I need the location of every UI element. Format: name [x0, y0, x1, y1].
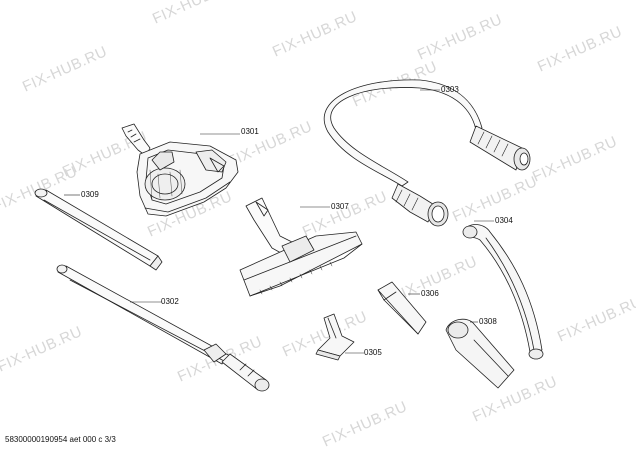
part-label-0308: 0308	[479, 317, 497, 326]
part-label-0303: 0303	[441, 85, 459, 94]
part-0301-turbo-brush	[121, 123, 239, 217]
part-label-0301: 0301	[241, 127, 259, 136]
part-0305-upholstery-nozzle	[315, 313, 355, 361]
part-0303-hose	[323, 79, 531, 227]
part-0308-wide-nozzle	[445, 318, 515, 389]
part-0309-crevice-tube	[34, 188, 163, 271]
part-0306-crevice-nozzle	[377, 281, 427, 335]
leader-lines	[64, 89, 494, 354]
part-label-0304: 0304	[495, 216, 513, 225]
part-label-0305: 0305	[364, 348, 382, 357]
part-0302-telescopic-tube	[56, 264, 270, 392]
part-label-0302: 0302	[161, 297, 179, 306]
part-0307-floor-nozzle	[239, 197, 363, 297]
part-label-0309: 0309	[81, 190, 99, 199]
part-label-0307: 0307	[331, 202, 349, 211]
part-label-0306: 0306	[421, 289, 439, 298]
part-0304-curved-handle	[462, 224, 544, 360]
document-reference: 58300000190954 aet 000 c 3/3	[5, 435, 116, 444]
